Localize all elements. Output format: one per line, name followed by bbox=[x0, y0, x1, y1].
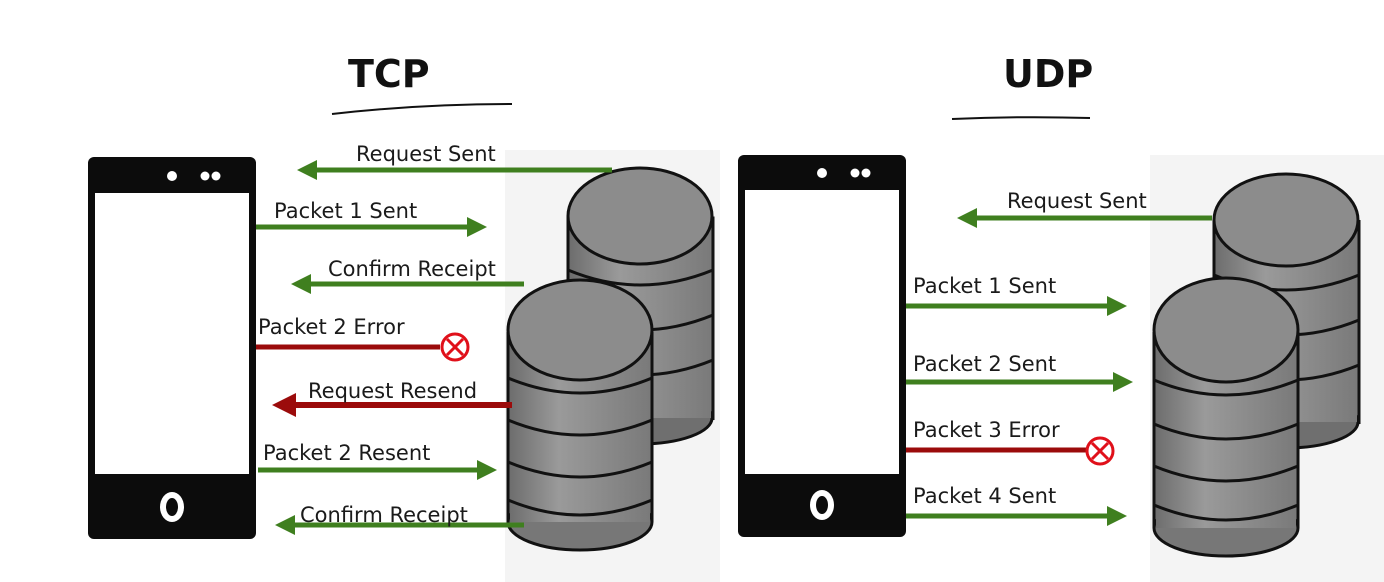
udp-request-sent-label: Request Sent bbox=[1007, 189, 1147, 213]
tcp-packet1-sent-label: Packet 1 Sent bbox=[274, 199, 417, 223]
udp-title: UDP bbox=[1003, 52, 1094, 96]
tcp-title-underline bbox=[331, 103, 513, 115]
tcp-packet2-error-label: Packet 2 Error bbox=[258, 315, 405, 339]
udp-packet4-sent-label: Packet 4 Sent bbox=[913, 484, 1056, 508]
udp-packet3-error-label: Packet 3 Error bbox=[913, 418, 1060, 442]
tcp-confirm-receipt-1-label: Confirm Receipt bbox=[328, 257, 496, 281]
udp-phone-icon bbox=[738, 155, 906, 537]
tcp-request-resend-label: Request Resend bbox=[308, 379, 477, 403]
tcp-database-front-icon bbox=[506, 278, 654, 552]
tcp-title: TCP bbox=[348, 52, 430, 96]
tcp-request-sent-label: Request Sent bbox=[356, 142, 496, 166]
udp-database-front-icon bbox=[1152, 276, 1300, 558]
tcp-phone-icon bbox=[88, 157, 256, 539]
tcp-confirm-receipt-2-label: Confirm Receipt bbox=[300, 503, 468, 527]
udp-packet2-sent-label: Packet 2 Sent bbox=[913, 352, 1056, 376]
udp-title-underline bbox=[951, 116, 1091, 120]
udp-packet1-sent-label: Packet 1 Sent bbox=[913, 274, 1056, 298]
tcp-error-x-icon bbox=[440, 332, 470, 362]
udp-error-x-icon bbox=[1085, 436, 1115, 466]
tcp-packet2-resent-label: Packet 2 Resent bbox=[263, 441, 430, 465]
